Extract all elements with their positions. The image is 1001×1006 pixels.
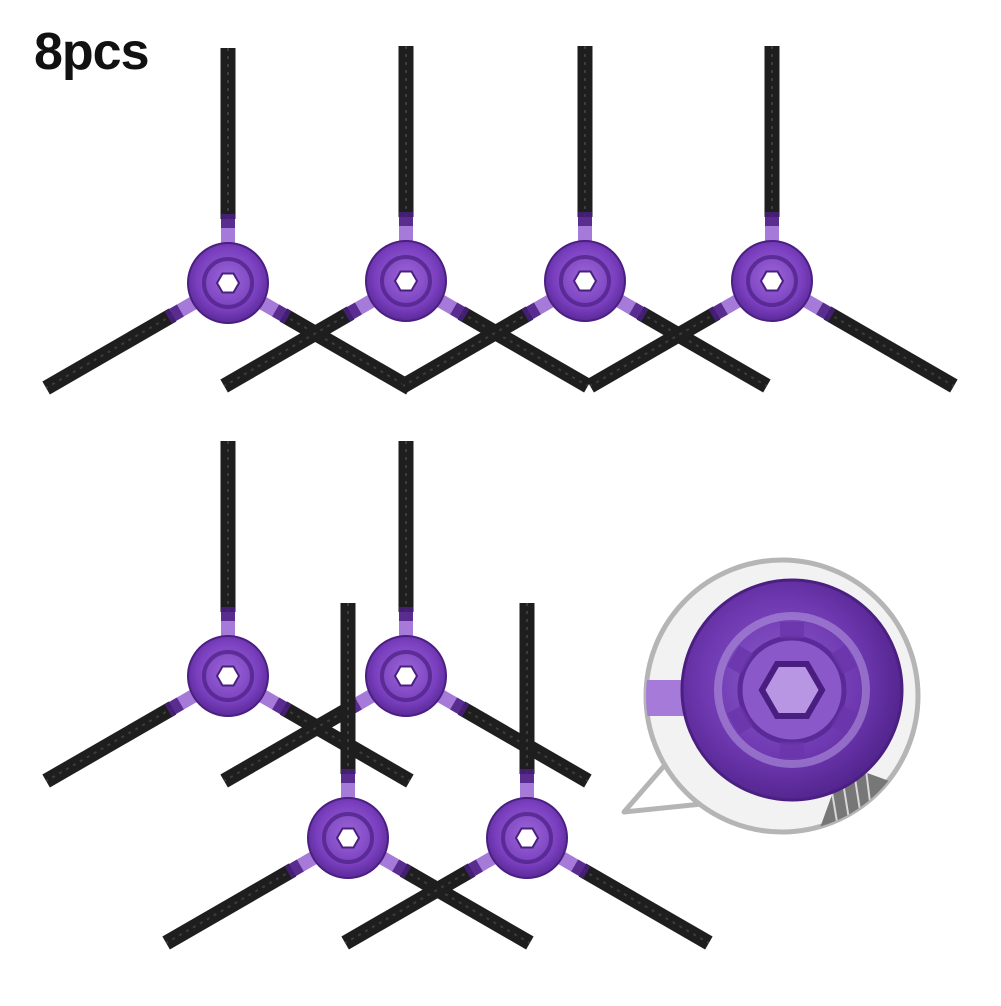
bristle-clip bbox=[816, 302, 836, 322]
hex-socket bbox=[759, 270, 785, 292]
bristle-strands bbox=[223, 707, 352, 782]
hex-socket bbox=[514, 827, 540, 849]
hub-ring bbox=[202, 257, 254, 309]
hub-ring bbox=[746, 255, 798, 307]
bristle-clip bbox=[341, 769, 355, 783]
bristle-strands bbox=[402, 312, 531, 387]
side-brush bbox=[586, 46, 958, 393]
quantity-label: 8pcs bbox=[34, 23, 150, 81]
bristle-clip bbox=[221, 607, 235, 621]
bristle-clip bbox=[765, 212, 779, 226]
hub-closeup-callout bbox=[621, 557, 921, 835]
bristle-strands bbox=[223, 312, 352, 387]
hub-ring bbox=[322, 812, 374, 864]
bristle-clip bbox=[164, 304, 184, 324]
bristle-strands bbox=[282, 314, 411, 389]
bristle-clip bbox=[399, 607, 413, 621]
zoomed-hub-rib bbox=[727, 645, 753, 675]
hub-ring bbox=[380, 650, 432, 702]
zoomed-hub-rib bbox=[727, 705, 753, 735]
zoomed-hub-rib bbox=[831, 705, 857, 735]
side-brush bbox=[220, 46, 592, 393]
brush-group bbox=[42, 46, 958, 950]
hex-socket bbox=[215, 272, 241, 294]
bristle-clip bbox=[272, 697, 292, 717]
side-brush bbox=[42, 48, 414, 395]
side-brush bbox=[162, 603, 534, 950]
hub-ring bbox=[380, 255, 432, 307]
hub-ring bbox=[501, 812, 553, 864]
bristle-strands bbox=[402, 869, 531, 944]
bristle-clip bbox=[708, 302, 728, 322]
hex-socket bbox=[393, 665, 419, 687]
callout-tail bbox=[621, 764, 703, 815]
bristle-clip bbox=[399, 212, 413, 226]
zoomed-bristle bbox=[815, 764, 889, 832]
bristle-clip bbox=[463, 859, 483, 879]
bristle-strands bbox=[639, 312, 768, 387]
bristle-clip bbox=[578, 212, 592, 226]
bristle-clip bbox=[629, 302, 649, 322]
bristle-strands bbox=[45, 707, 174, 782]
hex-socket bbox=[572, 270, 598, 292]
bristle-clip bbox=[164, 697, 184, 717]
hex-socket bbox=[335, 827, 361, 849]
hub-ring bbox=[559, 255, 611, 307]
bristle-strands bbox=[344, 869, 473, 944]
bristle-clip bbox=[450, 697, 470, 717]
bristle-clip bbox=[272, 304, 292, 324]
zoomed-hub-rib bbox=[831, 645, 857, 675]
bristle-strands bbox=[460, 312, 589, 387]
bristle-clip bbox=[571, 859, 591, 879]
zoomed-hub-ring-outer bbox=[714, 612, 870, 768]
bristle-clip bbox=[342, 302, 362, 322]
bristle-strands bbox=[589, 312, 718, 387]
hub-ring bbox=[202, 650, 254, 702]
bristle-clip bbox=[450, 302, 470, 322]
zoomed-hub-rib bbox=[780, 742, 804, 758]
zoomed-bristle-strands bbox=[829, 769, 875, 832]
bristle-strands bbox=[826, 312, 955, 387]
bristle-strands bbox=[45, 314, 174, 389]
zoomed-hub-rib bbox=[780, 622, 804, 638]
hex-socket bbox=[215, 665, 241, 687]
bristle-clip bbox=[520, 769, 534, 783]
bristle-clip bbox=[284, 859, 304, 879]
bristle-strands bbox=[581, 869, 710, 944]
zoomed-hex-socket bbox=[758, 661, 826, 719]
hex-socket bbox=[393, 270, 419, 292]
bristle-clip bbox=[521, 302, 541, 322]
side-brush bbox=[399, 46, 771, 393]
bristle-clip bbox=[392, 859, 412, 879]
bristle-strands bbox=[165, 869, 294, 944]
zoomed-hub bbox=[646, 578, 904, 832]
side-brush bbox=[341, 603, 713, 950]
bristle-clip bbox=[221, 214, 235, 228]
